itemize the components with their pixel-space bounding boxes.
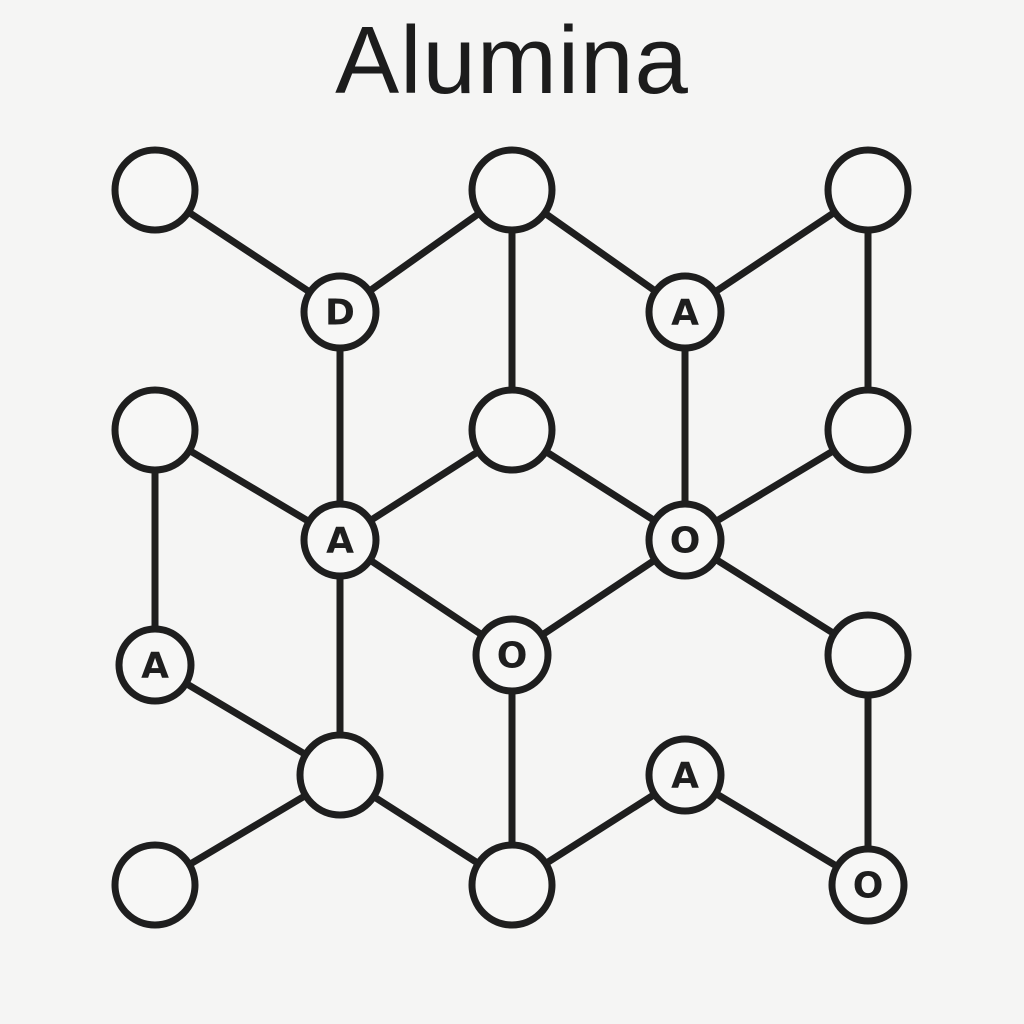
bond-layer <box>151 186 872 889</box>
atom-circle <box>645 500 725 580</box>
atom-circle <box>824 146 912 234</box>
atom-circle <box>468 841 556 929</box>
atom-label: A <box>671 756 699 797</box>
atom-circle <box>824 386 912 474</box>
atom-node-n6 <box>111 386 199 474</box>
diagram-title: Alumina <box>335 7 689 114</box>
atom-circle <box>115 625 195 705</box>
atom-label: O <box>670 521 701 562</box>
atom-circle <box>468 146 556 234</box>
atom-circle <box>824 611 912 699</box>
atom-node-n2 <box>468 146 556 234</box>
atom-node-n9: A <box>300 500 380 580</box>
atom-label: O <box>853 866 884 907</box>
atom-label: A <box>671 293 699 334</box>
atom-node-n1 <box>111 146 199 234</box>
atom-node-n18: O <box>828 845 908 925</box>
atom-node-n5: A <box>645 272 725 352</box>
atom-node-n8 <box>824 386 912 474</box>
atom-node-n11: A <box>115 625 195 705</box>
atom-label: A <box>326 521 354 562</box>
atom-circle <box>300 500 380 580</box>
atom-node-n4: D <box>300 272 380 352</box>
atom-circle <box>472 615 552 695</box>
atom-node-n13 <box>824 611 912 699</box>
atom-label: O <box>497 636 528 677</box>
atom-circle <box>828 845 908 925</box>
atom-circle <box>300 272 380 352</box>
atom-node-n16 <box>111 841 199 929</box>
atom-node-n10: O <box>645 500 725 580</box>
atom-label: A <box>141 646 169 687</box>
atom-circle <box>111 841 199 929</box>
atom-circle <box>645 735 725 815</box>
atom-circle <box>645 272 725 352</box>
atom-circle <box>111 386 199 474</box>
atom-node-n17 <box>468 841 556 929</box>
atom-node-n7 <box>468 386 556 474</box>
atom-circle <box>111 146 199 234</box>
atom-layer: D A A O A O A O <box>111 146 912 929</box>
atom-node-n15: A <box>645 735 725 815</box>
atom-circle <box>296 731 384 819</box>
atom-node-n14 <box>296 731 384 819</box>
atom-label: D <box>325 293 355 334</box>
atom-node-n12: O <box>472 615 552 695</box>
atom-node-n3 <box>824 146 912 234</box>
atom-circle <box>468 386 556 474</box>
